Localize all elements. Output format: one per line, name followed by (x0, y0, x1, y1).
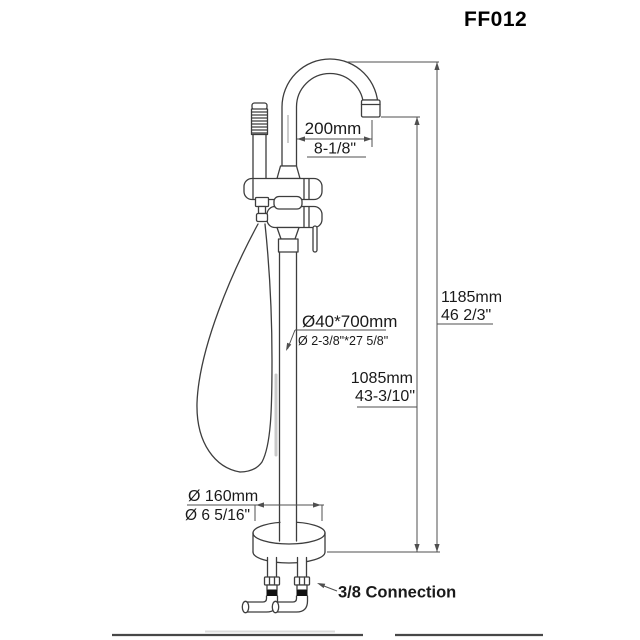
spout-reach-metric-label: 200mm (305, 119, 362, 138)
column-collar (277, 238, 299, 253)
hand-shower (250, 102, 269, 180)
outlet-height-metric-label: 1085mm (351, 370, 413, 387)
supply-hose-right (271, 556, 311, 614)
connection-label: 3/8 Connection (338, 584, 456, 602)
hose-end-cap (241, 600, 250, 614)
shower-holder-nut (255, 212, 269, 223)
outlet-height-imperial-label: 43-3/10" (355, 388, 415, 405)
dimension-base: Ø 160mm Ø 6 5/16" (185, 488, 324, 524)
hex-nut (293, 576, 311, 586)
connection-callout: 3/8 Connection (317, 583, 456, 602)
overall-height-imperial-label: 46 2/3" (441, 307, 491, 324)
model-number-label: FF012 (464, 8, 528, 31)
dimension-overall-height: 1185mm 46 2/3" (327, 61, 502, 553)
riser-imperial-label: Ø 2-3/8"*27 5/8" (298, 334, 388, 348)
floor-base (252, 519, 326, 564)
lever-handle (312, 225, 318, 253)
spout-outlet (360, 99, 381, 118)
riser-column (277, 238, 299, 542)
supply-hose-left (241, 556, 281, 614)
base-imperial-label: Ø 6 5/16" (185, 507, 250, 524)
valve-center-boss (273, 195, 303, 210)
overall-height-metric-label: 1185mm (441, 289, 502, 306)
hose-band (296, 590, 308, 596)
dimension-riser: Ø40*700mm Ø 2-3/8"*27 5/8" (286, 312, 397, 351)
base-metric-label: Ø 160mm (188, 488, 258, 505)
hand-shower-handle (252, 133, 267, 180)
valve-body (243, 165, 323, 253)
supply-hoses (241, 556, 311, 614)
hose-band (266, 590, 278, 596)
spout-reach-imperial-label: 8-1/8" (314, 141, 356, 158)
dimension-outlet-height: 1085mm 43-3/10" (351, 116, 420, 552)
gooseneck-spout (281, 58, 381, 167)
hex-nut (263, 576, 281, 586)
hose-end-cap (271, 600, 280, 614)
shower-holder (254, 196, 270, 208)
shower-holder-stem (257, 205, 267, 215)
riser-metric-label: Ø40*700mm (302, 312, 397, 331)
hose-loop (196, 223, 273, 473)
hand-shower-ribbed-head (250, 108, 269, 136)
dimension-spout-reach: 200mm 8-1/8" (297, 119, 373, 158)
floor-line (112, 630, 543, 637)
